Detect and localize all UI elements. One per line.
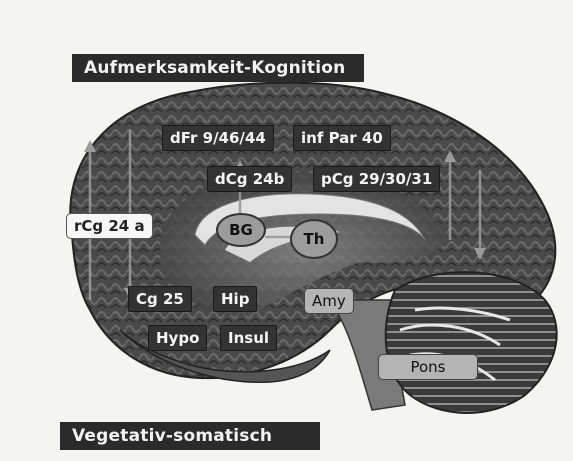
top-banner-attention-cognition: Aufmerksamkeit-Kognition	[72, 54, 364, 82]
label-inf-par: inf Par 40	[293, 125, 391, 151]
label-cg25: Cg 25	[128, 286, 192, 312]
label-pcg: pCg 29/30/31	[313, 166, 440, 192]
label-insul: Insul	[220, 325, 277, 351]
bottom-banner-vegetative-somatic: Vegetativ-somatisch	[60, 422, 320, 450]
label-dcg: dCg 24b	[207, 166, 292, 192]
label-dfr: dFr 9/46/44	[162, 125, 274, 151]
label-pons: Pons	[378, 354, 478, 380]
label-amy: Amy	[304, 288, 354, 314]
cerebellum-shape	[386, 272, 557, 413]
label-hip: Hip	[213, 286, 257, 312]
label-bg-circle: BG	[216, 213, 266, 247]
label-rcg: rCg 24 a	[66, 213, 153, 239]
label-th-circle: Th	[290, 219, 338, 259]
label-hypo: Hypo	[148, 325, 207, 351]
